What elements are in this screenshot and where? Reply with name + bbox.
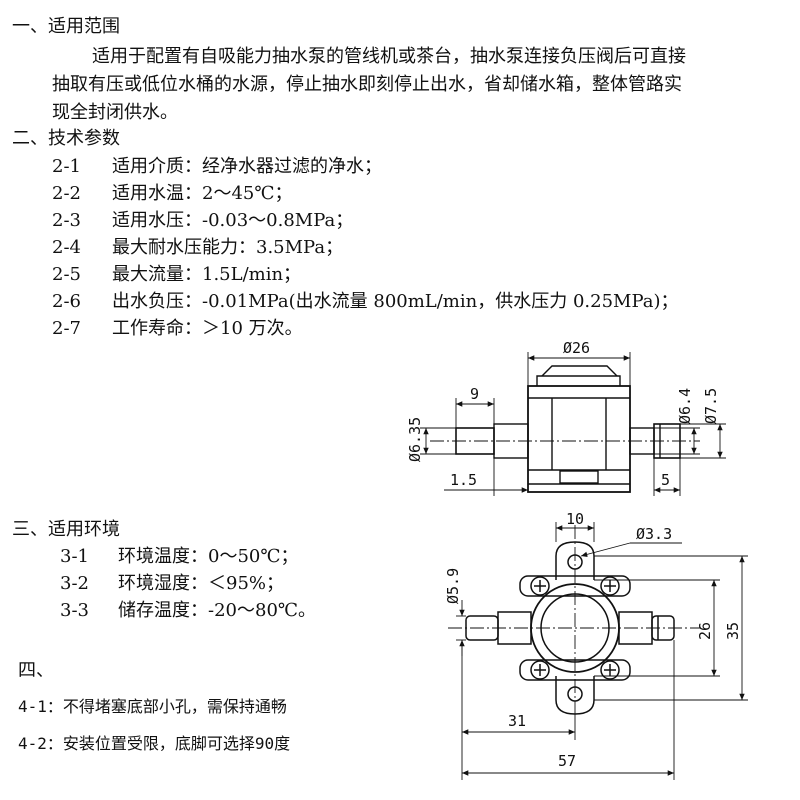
spec-text-2-3: 适用水压：-0.03～0.8MPa； (112, 210, 354, 231)
side-view-drawing (430, 365, 700, 493)
spec-text-2-7: 工作寿命：＞10 万次。 (112, 318, 303, 339)
dim-side-d635: Ø6.35 (406, 417, 424, 462)
section-1-heading: 一、适用范围 (12, 16, 120, 37)
spec-num-2-2: 2-2 (52, 183, 81, 204)
spec-num-2-4: 2-4 (52, 237, 81, 258)
note-4-1: 4-1：不得堵塞底部小孔，需保持通畅 (18, 697, 287, 716)
env-text-3-1: 环境温度：0～50℃； (118, 546, 299, 567)
dim-top-35: 35 (724, 622, 742, 640)
dim-side-1-5: 1.5 (450, 471, 477, 489)
dim-side-5: 5 (661, 471, 670, 489)
spec-text-2-5: 最大流量：1.5L/min； (112, 264, 302, 285)
top-view-dimensions (456, 522, 748, 780)
env-text-3-2: 环境湿度：＜95%； (118, 573, 285, 594)
dim-top-10: 10 (566, 510, 584, 528)
dim-top-31: 31 (508, 712, 526, 730)
dim-side-d75: Ø7.5 (702, 388, 720, 424)
section-4-heading: 四、 (18, 660, 54, 681)
spec-text-2-6: 出水负压：-0.01MPa(出水流量 800mL/min，供水压力 0.25MP… (112, 291, 679, 312)
env-num-3-3: 3-3 (60, 600, 89, 621)
section-1-line-3: 现全封闭供水。 (52, 102, 178, 123)
dim-top-26: 26 (696, 622, 714, 640)
dim-top-57: 57 (558, 752, 576, 770)
section-1-line-1: 适用于配置有自吸能力抽水泵的管线机或茶台，抽水泵连接负压阀后可直接 (92, 46, 686, 67)
dim-side-d26: Ø26 (563, 339, 590, 357)
dim-top-d59: Ø5.9 (444, 568, 462, 604)
spec-text-2-2: 适用水温：2～45℃； (112, 183, 293, 204)
side-view-dimensions (420, 352, 726, 496)
top-view-drawing (448, 525, 700, 715)
dim-side-9: 9 (470, 385, 479, 403)
spec-num-2-7: 2-7 (52, 318, 81, 339)
dim-side-d64: Ø6.4 (676, 388, 694, 424)
spec-text-2-4: 最大耐水压能力：3.5MPa； (112, 237, 344, 258)
spec-num-2-3: 2-3 (52, 210, 81, 231)
note-4-2: 4-2：安装位置受限，底脚可选择90度 (18, 734, 291, 753)
dim-top-d33: Ø3.3 (636, 525, 672, 543)
env-text-3-3: 储存温度：-20～80℃。 (118, 600, 317, 621)
spec-num-2-5: 2-5 (52, 264, 81, 285)
section-2-heading: 二、技术参数 (12, 128, 120, 149)
env-num-3-2: 3-2 (60, 573, 89, 594)
section-1-line-2: 抽取有压或低位水桶的水源，停止抽水即刻停止出水，省却储水箱，整体管路实 (52, 74, 682, 95)
section-3-heading: 三、适用环境 (12, 519, 120, 540)
spec-num-2-6: 2-6 (52, 291, 81, 312)
env-num-3-1: 3-1 (60, 546, 89, 567)
spec-num-2-1: 2-1 (52, 156, 81, 177)
spec-text-2-1: 适用介质：经净水器过滤的净水； (112, 156, 382, 177)
